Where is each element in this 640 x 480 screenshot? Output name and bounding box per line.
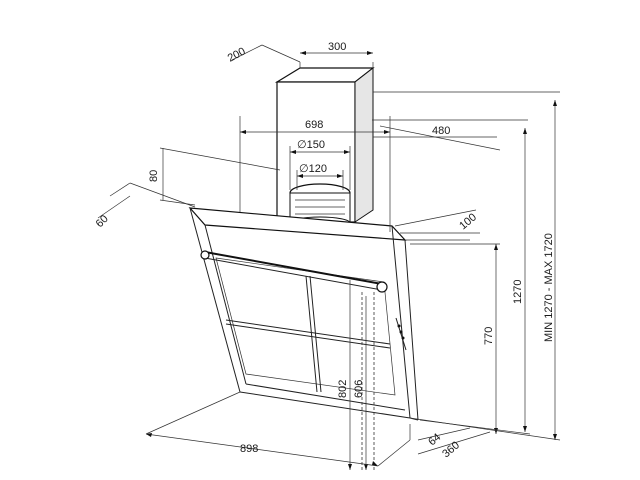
dim-60-label: 60 xyxy=(94,213,111,230)
dim-898-label: 898 xyxy=(240,443,258,455)
dim-360-label: 360 xyxy=(440,439,462,460)
dim-150-label: ∅150 xyxy=(297,139,325,151)
dim-height-range-label: MIN 1270 - MAX 1720 xyxy=(543,233,555,342)
dimension-lines xyxy=(97,44,561,470)
hood-body xyxy=(188,207,419,421)
dim-120-label: ∅120 xyxy=(299,163,327,175)
dim-200-label: 200 xyxy=(226,45,248,64)
dim-64-label: 64 xyxy=(426,431,443,448)
dim-698-label: 698 xyxy=(305,119,323,131)
dim-100-label: 100 xyxy=(457,211,479,232)
dim-1270-label: 1270 xyxy=(512,280,524,304)
dim-300-label: 300 xyxy=(328,41,346,53)
dim-80-label: 80 xyxy=(148,170,160,182)
handle-bar xyxy=(200,250,388,293)
control-buttons xyxy=(395,317,407,351)
dim-606-label: 606 xyxy=(353,380,365,398)
dim-480-label: 480 xyxy=(432,125,450,137)
glass-panel xyxy=(225,275,391,393)
dim-770-label: 770 xyxy=(483,327,495,345)
dim-802-label: 802 xyxy=(337,380,349,398)
